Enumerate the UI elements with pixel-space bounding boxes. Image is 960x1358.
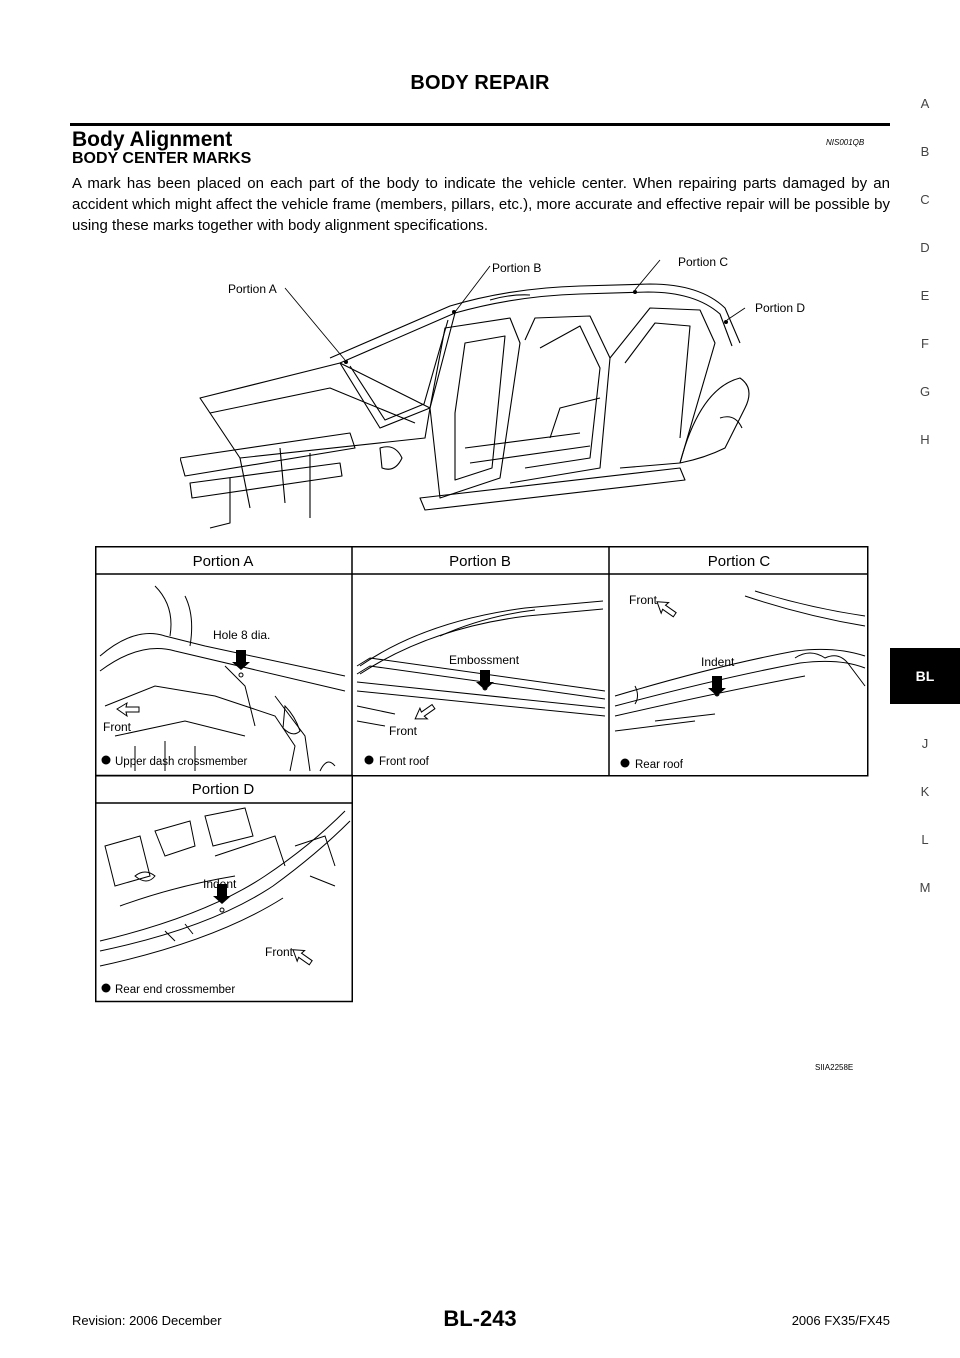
portion-b-direction: Front xyxy=(389,724,418,738)
portion-c-front-arrow-icon xyxy=(656,601,677,618)
section-code: NIS001QB xyxy=(826,138,865,147)
index-tab-m[interactable]: M xyxy=(919,880,931,895)
portion-d-part: Rear end crossmember xyxy=(115,984,235,996)
index-tab-j[interactable]: J xyxy=(921,736,929,751)
portion-c-part: Rear roof xyxy=(635,759,684,771)
portion-d-mark-label: Indent xyxy=(203,877,237,891)
header-portion-b: Portion B xyxy=(449,553,511,570)
header-portion-c: Portion C xyxy=(708,553,771,570)
page-title: BODY REPAIR xyxy=(410,72,550,94)
body-overview-drawing: Portion A Portion B Portion C Portion D xyxy=(180,255,805,529)
footer-page-number: BL-243 xyxy=(443,1306,517,1331)
portion-d-bullet-icon xyxy=(101,983,111,993)
index-tab-e[interactable]: E xyxy=(920,288,930,303)
index-tab-k[interactable]: K xyxy=(920,784,930,799)
header-portion-a: Portion A xyxy=(193,553,254,570)
intro-paragraph: A mark has been placed on each part of t… xyxy=(72,175,890,234)
portion-a-bullet-icon xyxy=(101,755,111,765)
subsection-title: BODY CENTER MARKS xyxy=(72,150,252,167)
index-tab-bl[interactable]: BL xyxy=(890,648,960,704)
portion-c-direction: Front xyxy=(629,593,658,607)
index-tab-a[interactable]: A xyxy=(920,96,930,111)
title-rule xyxy=(70,123,890,126)
index-tab-h[interactable]: H xyxy=(920,432,930,447)
footer-model: 2006 FX35/FX45 xyxy=(791,1313,890,1328)
overview-label-portion-b: Portion B xyxy=(492,261,541,275)
index-tab-b[interactable]: B xyxy=(920,144,930,159)
portion-b-front-arrow-icon xyxy=(414,703,436,720)
portion-b-part: Front roof xyxy=(379,756,430,768)
header-portion-d: Portion D xyxy=(192,781,255,798)
overview-label-portion-a: Portion A xyxy=(228,282,277,296)
footer-revision: Revision: 2006 December xyxy=(72,1313,222,1328)
section-title: Body Alignment xyxy=(72,128,233,151)
overview-label-portion-c: Portion C xyxy=(678,255,728,269)
portion-d-front-arrow-icon xyxy=(292,949,313,966)
figure-id: SIIA2258E xyxy=(815,1063,854,1072)
index-tab-l[interactable]: L xyxy=(921,832,929,847)
index-tab-d[interactable]: D xyxy=(920,240,930,255)
portion-detail-table: Portion A Portion B Portion C Portion D … xyxy=(95,546,869,1003)
index-tab-g[interactable]: G xyxy=(919,384,931,399)
overview-label-portion-d: Portion D xyxy=(755,301,805,315)
portion-c-mark-label: Indent xyxy=(701,655,735,669)
portion-b-sketch xyxy=(356,600,606,727)
portion-c-bullet-icon xyxy=(620,758,630,768)
portion-c-sketch xyxy=(614,590,866,732)
portion-a-part: Upper dash crossmember xyxy=(115,756,247,768)
portion-a-direction: Front xyxy=(103,720,132,734)
portion-b-bullet-icon xyxy=(364,755,374,765)
index-tab-f[interactable]: F xyxy=(921,336,929,351)
index-tab-c[interactable]: C xyxy=(920,192,930,207)
portion-a-sketch xyxy=(99,585,346,772)
portion-a-mark-label: Hole 8 dia. xyxy=(213,628,270,642)
portion-d-direction: Front xyxy=(265,945,294,959)
portion-a-front-arrow-icon xyxy=(116,701,140,718)
portion-b-mark-label: Embossment xyxy=(449,653,520,667)
portion-d-sketch xyxy=(99,807,351,967)
